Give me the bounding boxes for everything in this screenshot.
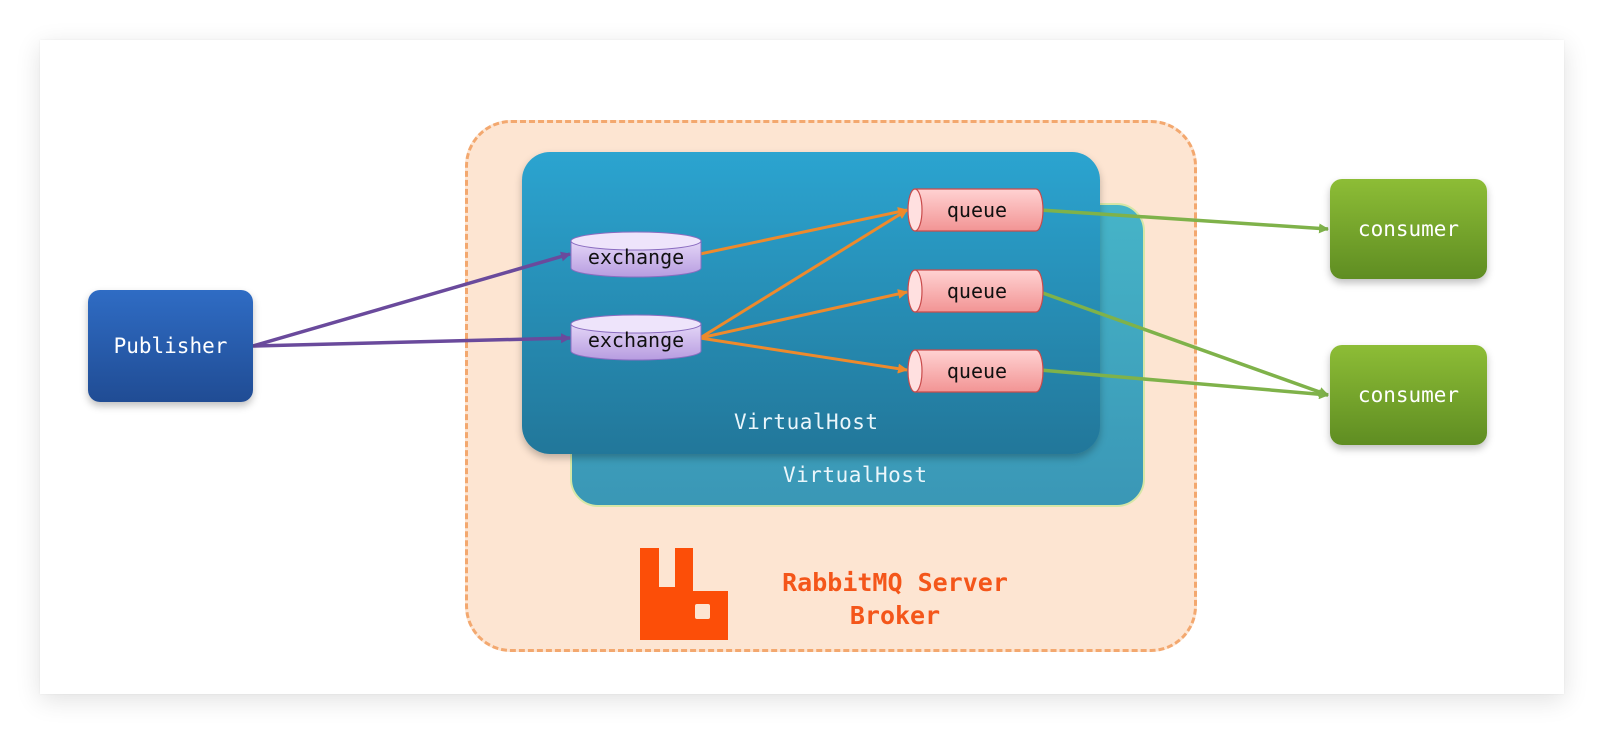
queue-label-2: queue	[946, 279, 1008, 303]
queue-label-3: queue	[946, 359, 1008, 383]
broker-title-line1: RabbitMQ Server	[782, 568, 1008, 597]
consumer-node-1: consumer	[1330, 179, 1487, 279]
publisher-to-exchange-arrows	[252, 251, 571, 348]
publisher-node: Publisher	[88, 290, 253, 402]
exchange-cylinder-1	[570, 231, 702, 278]
exchange-to-queue-arrows	[699, 206, 908, 374]
exchange-label-2: exchange	[587, 328, 685, 352]
rabbitmq-logo-icon	[640, 548, 728, 640]
queue-cylinder-1	[907, 188, 1044, 232]
queue-cylinder-3	[907, 349, 1044, 393]
queue-to-consumer-arrows	[1039, 208, 1329, 400]
virtual-host-back-label: VirtualHost	[783, 463, 928, 487]
broker-title: RabbitMQ Server Broker	[740, 566, 1050, 632]
exchange-label-1: exchange	[587, 245, 685, 269]
queue-cylinder-2	[907, 269, 1044, 313]
consumer-node-2: consumer	[1330, 345, 1487, 445]
queue-label-1: queue	[946, 198, 1008, 222]
virtual-host-front-label: VirtualHost	[734, 410, 879, 434]
exchange-cylinder-2	[570, 314, 702, 361]
broker-title-line2: Broker	[849, 601, 941, 630]
